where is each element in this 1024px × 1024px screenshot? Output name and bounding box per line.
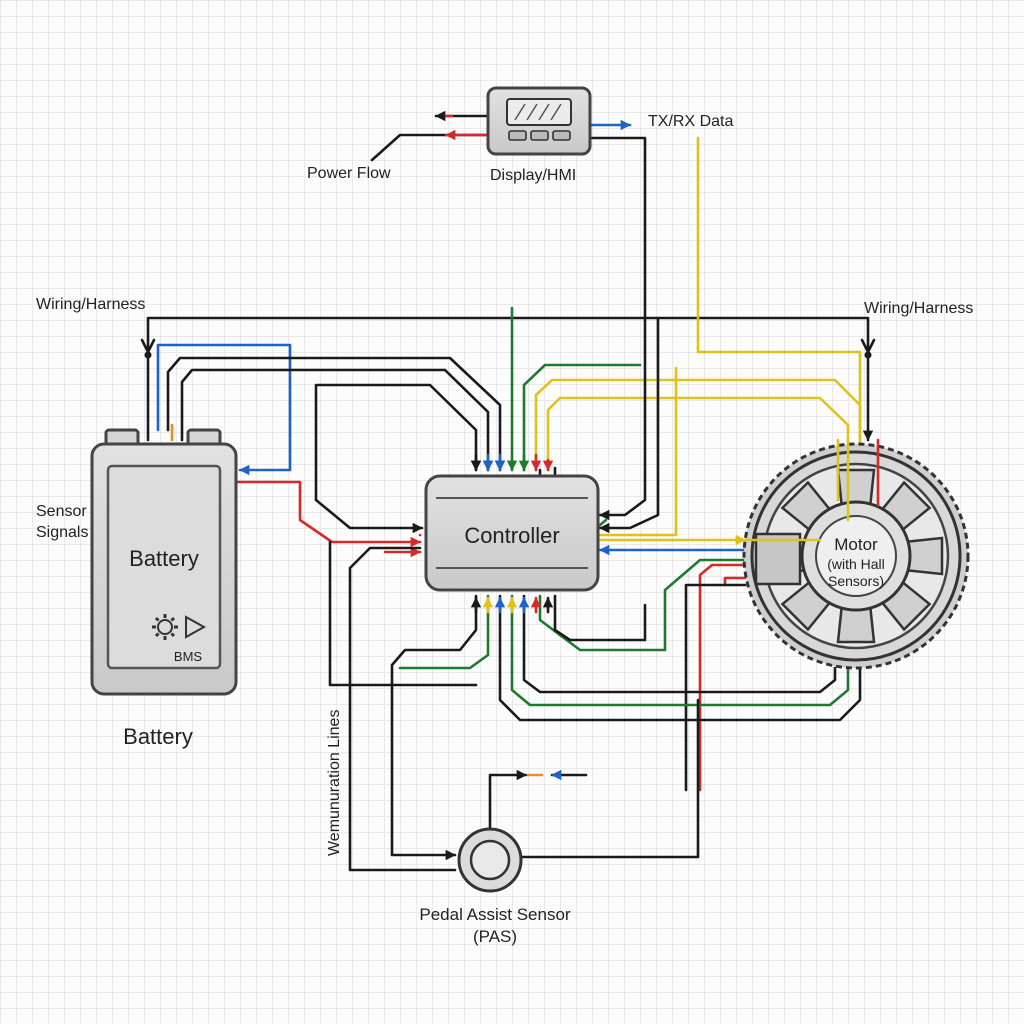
pas-signal-wire [488,769,528,832]
communication-lines-label: Wemunuration Lines [326,710,343,856]
motor-return-wire [498,594,862,722]
battery-data-wire [156,343,292,476]
sensor-signals-label-line2: Signals [36,524,88,541]
battery [90,428,238,696]
controller-wire [553,594,647,642]
display-hmi[interactable] [486,86,592,156]
battery-to-controller-wire [180,368,494,472]
sensor-wire [398,594,490,670]
hall-wire [546,396,850,502]
sensor-signals-label-line1: Sensor [36,503,87,520]
top-harness-wire [146,316,874,442]
tx-rx-data-label: TX/RX Data [648,113,733,130]
power-wire [236,480,422,548]
battery-pas-wire [328,540,478,687]
wiring-harness-right-label: Wiring/Harness [864,300,973,317]
power-wire [723,576,747,587]
play-triangle-icon [185,615,207,639]
motor-connector-block [754,532,802,586]
pas-to-motor-wire [520,698,700,859]
sensor-wire [538,558,747,652]
pedal-assist-sensor [457,827,523,893]
battery-pas-wire [348,546,457,872]
screen-glare-icon [514,103,562,121]
wiring-harness-left-label: Wiring/Harness [36,296,145,313]
motor-return-wire [522,594,837,694]
arrow-down-icon [140,338,156,354]
pas-label-line2: (PAS) [473,927,517,946]
hall-wire [598,366,678,537]
tx-rx-wire [696,136,862,442]
wires [140,110,876,872]
power-wire [698,563,747,792]
motor [742,442,970,670]
motor-ground-wire [684,583,747,792]
pas-inner-ring [469,839,511,881]
arrow-down-icon [860,338,876,354]
motor-label-line3: Sensors) [828,573,884,589]
controller-body [424,474,600,592]
battery-loop-wire [314,498,424,534]
battery-label: Battery [129,546,199,571]
display-button-3[interactable] [552,130,571,141]
controller-label: Controller [464,523,559,548]
display-button-2[interactable] [530,130,549,141]
battery-caption: Battery [123,724,193,749]
sensor-wire [522,363,642,472]
pas-wire [390,594,478,861]
junction-dot [864,351,872,359]
motor-label-line2: (with Hall [827,556,885,572]
battery-panel [106,464,222,670]
pin-arrow [598,518,608,527]
sensor-wire [510,594,850,707]
motor-label-line1: Motor [834,535,878,554]
display-screen [506,98,572,126]
display-hmi-label: Display/HMI [490,167,576,184]
motor-hub-inner [815,515,897,597]
pas-label-line1: Pedal Assist Sensor [419,905,571,924]
bms-label: BMS [174,649,203,664]
harness-to-controller-wire [598,316,660,534]
power-flow-label: Power Flow [307,165,391,182]
battery-to-controller-wire [166,356,506,472]
junction-dot [144,351,152,359]
hall-sensor-leads [836,438,850,522]
battery-loop-wire [314,383,482,502]
controller-pins [418,453,608,614]
power-flow-wire [370,133,490,162]
display-button-1[interactable] [508,130,527,141]
gear-icon [152,614,178,640]
controller-panel-lines [436,497,588,569]
controller [424,474,600,592]
display-to-controller-wire [586,136,647,521]
